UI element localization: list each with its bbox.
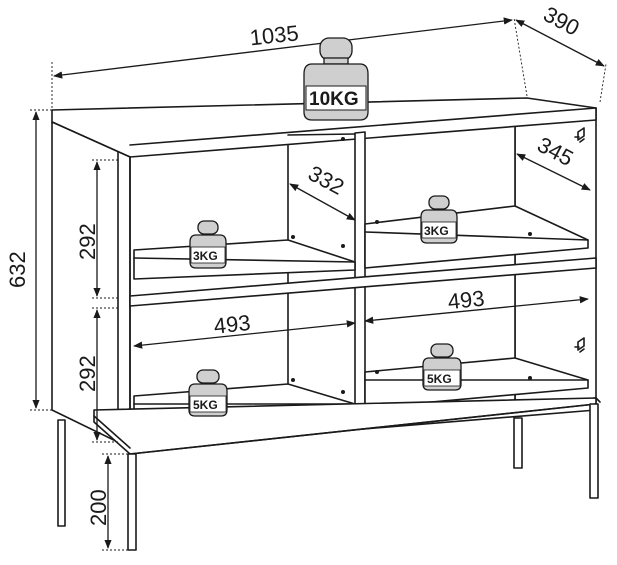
compartment-width-right-dimension: 493 [364,286,589,324]
back-left-leg [57,419,66,527]
weight-lower-left-icon: 5KG [188,369,228,417]
leg-frame [57,397,601,551]
weight-lower-right-icon: 5KG [422,343,462,391]
weight-upper-right-label: 3KG [424,224,449,238]
depth-dimension: 390 [515,1,607,103]
lower-compartment-height-dimension: 292 [75,307,118,443]
hinge-icon [574,337,585,353]
weight-top-icon: 10KG [303,37,369,121]
width-dimension: 1035 [51,17,528,108]
hinge-icon [574,127,585,143]
lower-compartment-height-label: 292 [75,355,100,392]
height-dimension: 632 [5,109,52,411]
weight-upper-right-icon: 3KG [420,195,458,244]
compartment-width-left-label: 493 [213,310,252,339]
front-left-leg [127,453,137,551]
upper-compartment-height-label: 292 [75,223,100,260]
depth-label: 390 [539,1,583,40]
leg-height-dimension: 200 [86,453,128,551]
upper-compartment-height-dimension: 292 [75,159,118,299]
centre-divider [354,131,366,421]
weight-top-label: 10KG [309,89,359,110]
compartment-width-left-dimension: 493 [133,310,356,349]
back-right-leg [513,417,523,469]
height-label: 632 [5,251,30,288]
weight-lower-right-label: 5KG [427,372,452,386]
cabinet [51,97,597,449]
front-right-leg [589,403,599,499]
width-label: 1035 [249,20,300,50]
leg-height-label: 200 [86,489,111,526]
weight-upper-left-label: 3KG [193,249,218,263]
middle-divider-shelf [129,257,597,307]
weight-upper-left-icon: 3KG [189,220,227,269]
lower-right-shelf [364,357,589,409]
weight-lower-left-label: 5KG [193,398,218,412]
compartment-width-right-label: 493 [447,286,486,315]
